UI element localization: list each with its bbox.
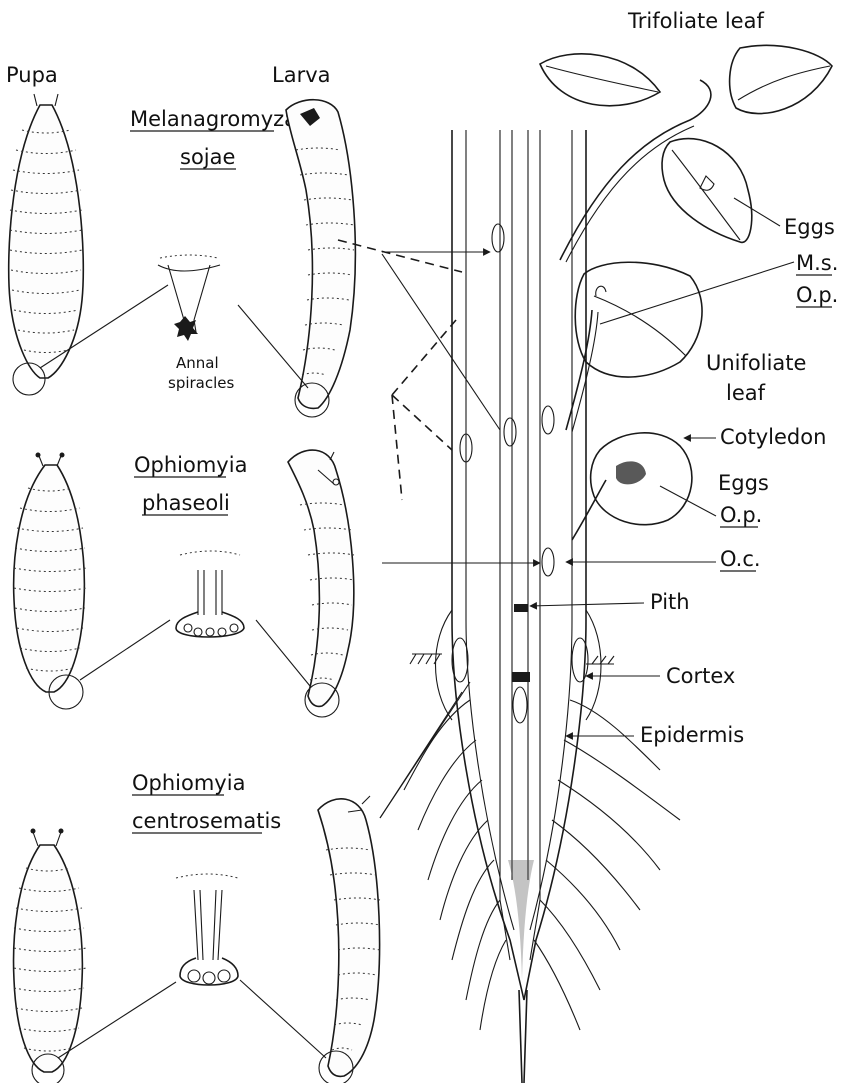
species-epithet: sojae bbox=[180, 145, 235, 169]
pupa-centrosematis bbox=[14, 829, 86, 1083]
label-abbr-ms: M.s. bbox=[796, 251, 838, 275]
spiracle-caption-line2: spiracles bbox=[168, 374, 235, 392]
connectors-insects bbox=[40, 285, 326, 1058]
species-label-ophiomyia-centrosematis: Ophiomyia centrosematis bbox=[132, 771, 281, 833]
species-genus: Ophiomyia bbox=[134, 453, 247, 477]
pupa-sojae bbox=[9, 94, 84, 395]
spiracle-caption-line1: Annal bbox=[176, 354, 219, 372]
spiracle-centrosematis bbox=[176, 874, 238, 985]
larva-centrosematis bbox=[318, 796, 380, 1083]
label-eggs-lower: Eggs bbox=[718, 471, 769, 495]
label-unifoliate-line1: Unifoliate bbox=[706, 351, 806, 375]
species-genus: Melanagromyza bbox=[130, 107, 297, 131]
species-epithet: phaseoli bbox=[142, 491, 230, 515]
spiracle-phaseoli bbox=[176, 551, 244, 637]
pupa-phaseoli bbox=[14, 453, 86, 710]
label-epidermis: Epidermis bbox=[640, 723, 744, 747]
label-abbr-op-upper: O.p. bbox=[796, 283, 838, 307]
label-abbr-op-lower: O.p. bbox=[720, 503, 762, 527]
larva-sojae bbox=[286, 100, 355, 417]
label-eggs-upper: Eggs bbox=[784, 215, 835, 239]
larva-phaseoli bbox=[288, 450, 354, 717]
species-label-ophiomyia-phaseoli: Ophiomyia phaseoli bbox=[134, 453, 247, 515]
label-abbr-oc: O.c. bbox=[720, 547, 761, 571]
label-pith: Pith bbox=[650, 590, 690, 614]
label-unifoliate-line2: leaf bbox=[726, 381, 766, 405]
species-genus: Ophiomyia bbox=[132, 771, 245, 795]
label-cotyledon: Cotyledon bbox=[720, 425, 826, 449]
label-cortex: Cortex bbox=[666, 664, 735, 688]
larva-header: Larva bbox=[272, 63, 331, 87]
species-epithet: centrosematis bbox=[132, 809, 281, 833]
spiracle-sojae bbox=[158, 255, 220, 341]
pupa-header: Pupa bbox=[6, 63, 58, 87]
species-label-melanagromyza-sojae: Melanagromyza sojae bbox=[130, 107, 297, 169]
label-trifoliate-leaf: Trifoliate leaf bbox=[627, 9, 764, 33]
